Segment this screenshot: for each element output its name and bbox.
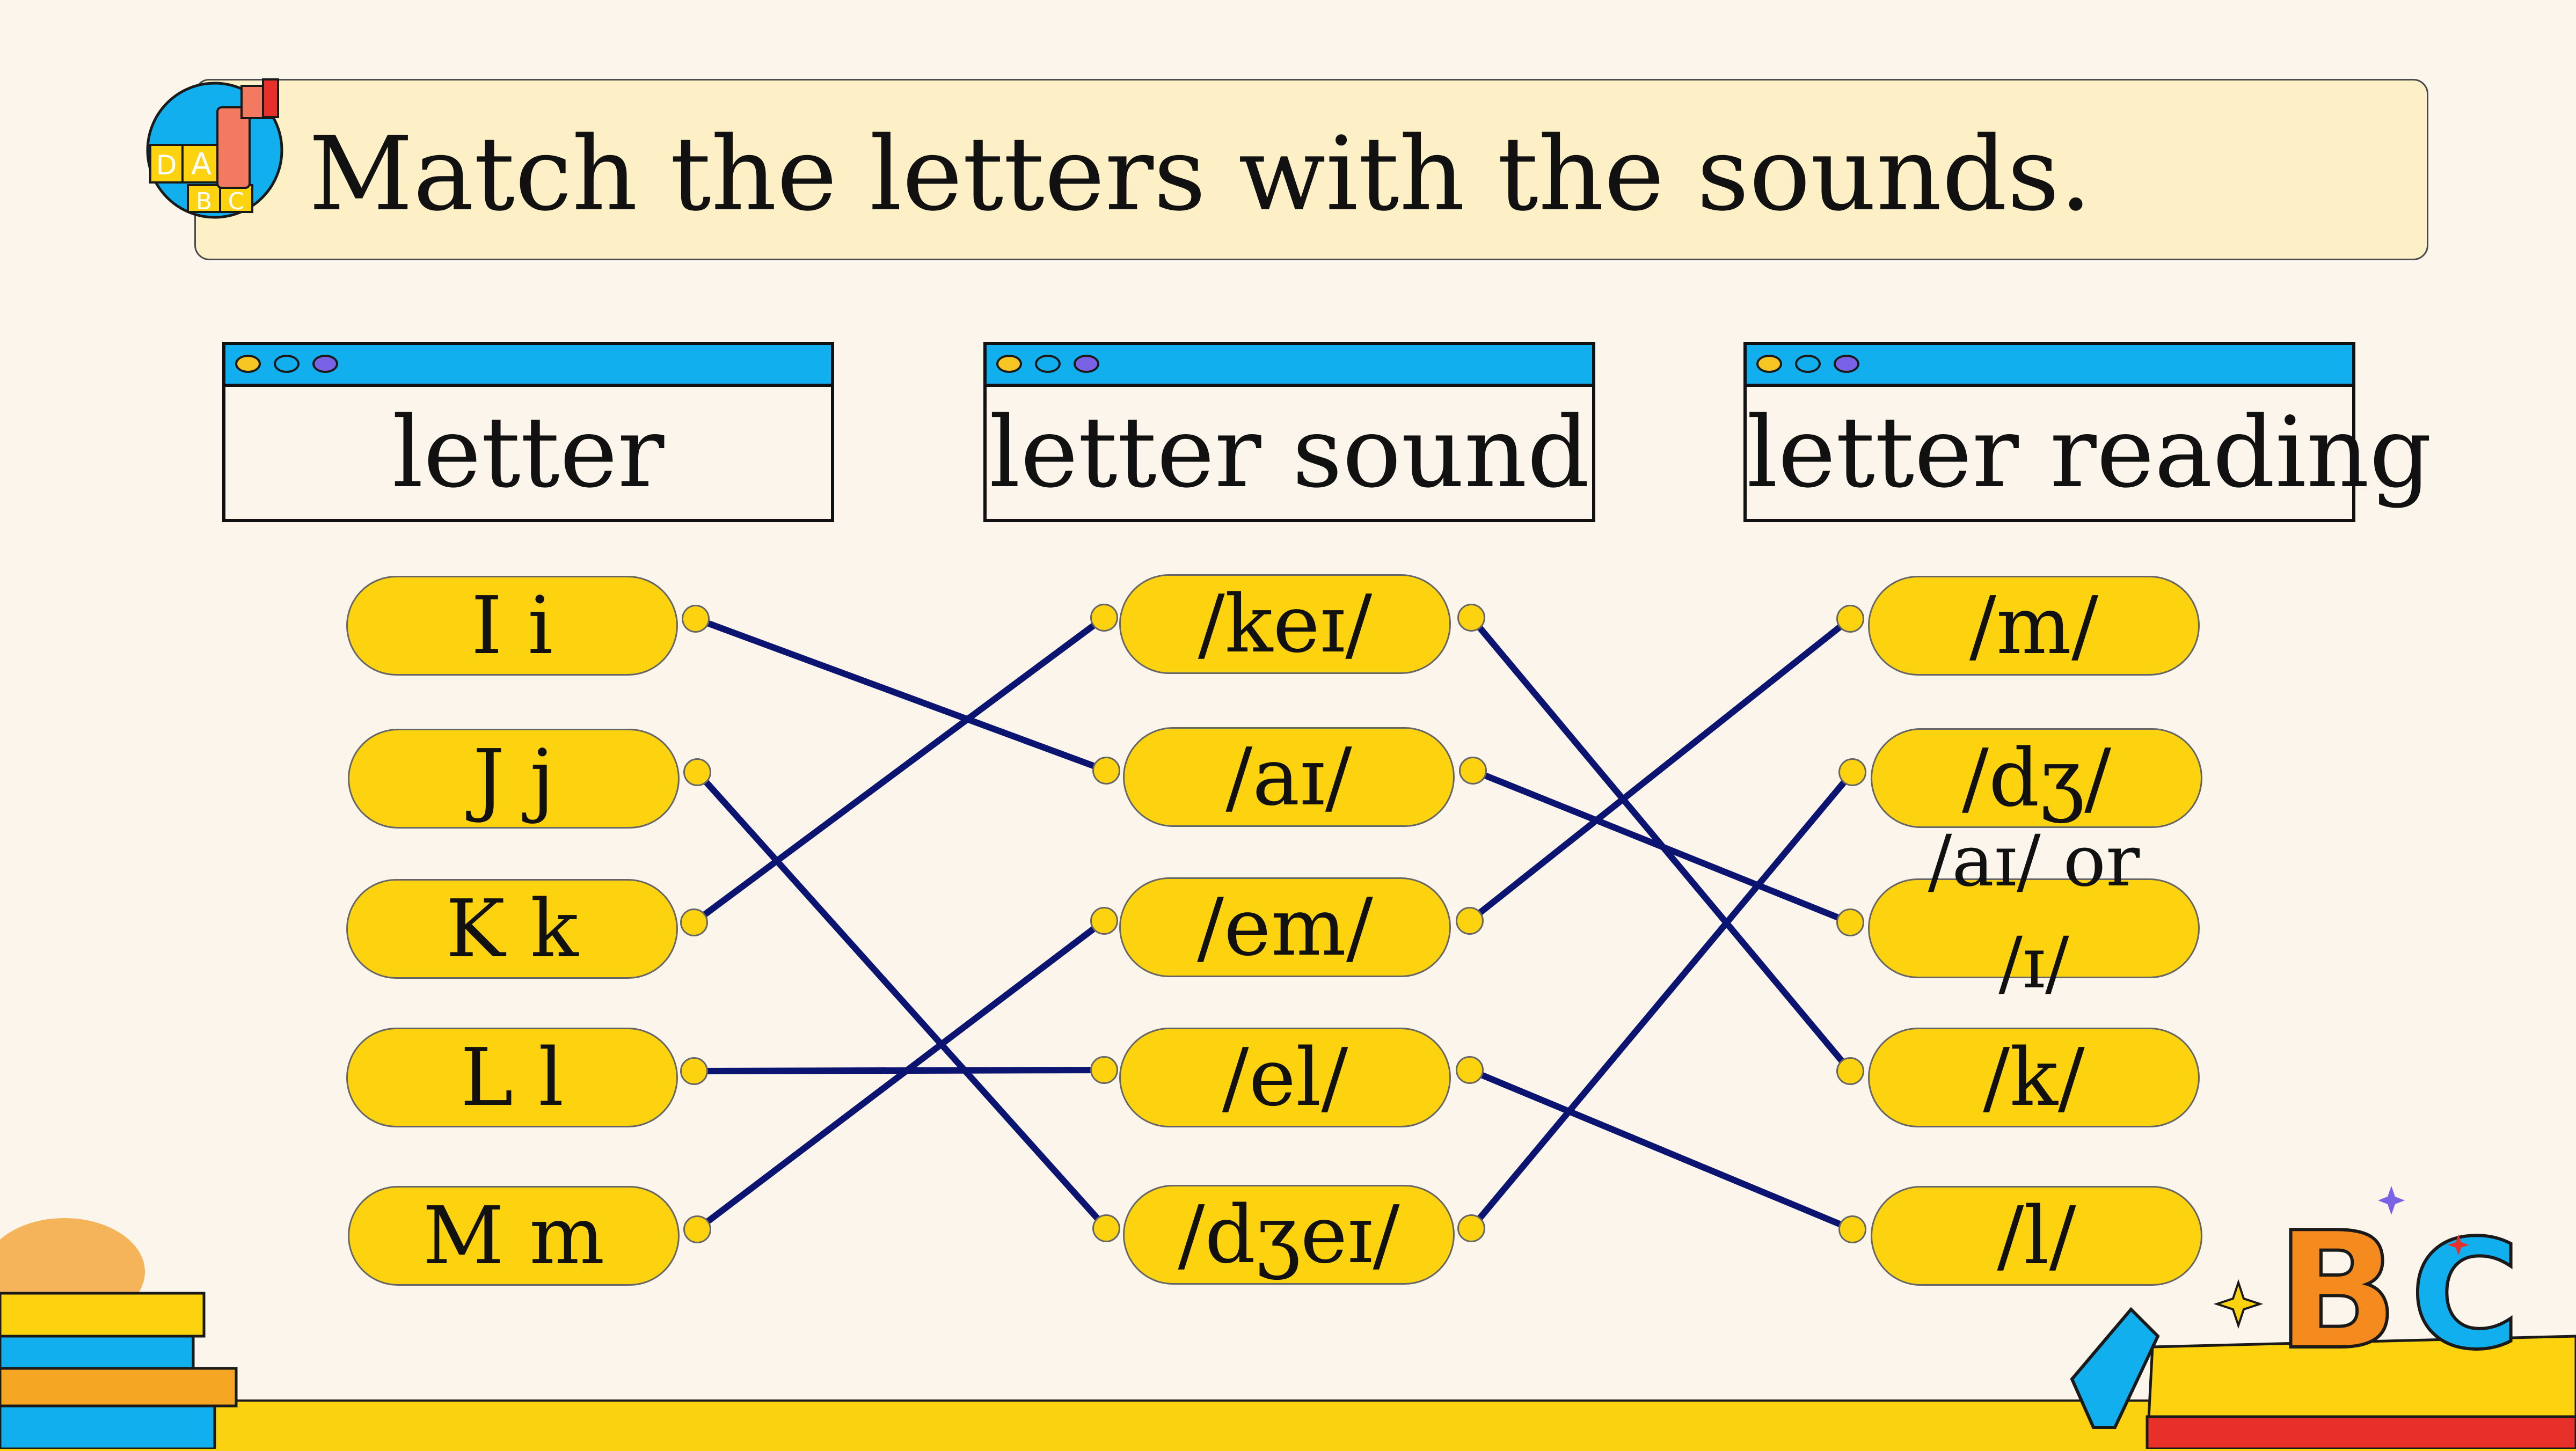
svg-text:C: C bbox=[228, 188, 245, 215]
match-line bbox=[694, 615, 1108, 774]
window-bar bbox=[1747, 345, 2352, 387]
yellow-dot-icon bbox=[996, 355, 1022, 373]
sound-pill[interactable]: /el/ bbox=[1119, 1028, 1451, 1127]
match-line bbox=[1468, 616, 1852, 924]
connector-node[interactable] bbox=[1092, 1214, 1120, 1242]
abc-letters-icon: B C bbox=[2061, 1175, 2576, 1450]
books-icon bbox=[0, 1207, 279, 1450]
reading-pill[interactable]: /l/ bbox=[1871, 1186, 2202, 1286]
reading-pill[interactable]: /k/ bbox=[1868, 1028, 2200, 1127]
purple-dot-icon bbox=[1834, 355, 1859, 373]
match-line bbox=[695, 918, 1106, 1232]
header-label: letter reading bbox=[1747, 395, 2432, 509]
window-bar bbox=[987, 345, 1592, 387]
connector-node[interactable] bbox=[680, 1057, 708, 1085]
connector-node[interactable] bbox=[1838, 1215, 1866, 1243]
svg-text:C: C bbox=[2410, 1208, 2521, 1383]
reading-pill[interactable]: /aɪ/ or /ɪ/ bbox=[1868, 820, 2200, 1005]
letter-pill[interactable]: L l bbox=[346, 1028, 678, 1127]
header-label: letter sound bbox=[989, 395, 1590, 509]
match-line bbox=[695, 770, 1109, 1231]
connector-node[interactable] bbox=[1838, 758, 1866, 786]
header-letter: letter bbox=[222, 342, 834, 522]
connector-node[interactable] bbox=[1090, 907, 1118, 935]
connector-node[interactable] bbox=[1457, 604, 1485, 632]
svg-text:A: A bbox=[191, 147, 211, 182]
match-line bbox=[1471, 767, 1852, 926]
connector-node[interactable] bbox=[1836, 605, 1864, 633]
window-bar bbox=[225, 345, 831, 387]
sound-pill[interactable]: /keɪ/ bbox=[1119, 574, 1451, 674]
yellow-dot-icon bbox=[235, 355, 261, 373]
sound-pill[interactable]: /em/ bbox=[1119, 877, 1451, 977]
letter-pill[interactable]: M m bbox=[348, 1186, 680, 1286]
match-line bbox=[1469, 770, 1855, 1230]
reading-pill-text: /aɪ/ or /ɪ/ bbox=[1928, 820, 2140, 1005]
match-line bbox=[692, 615, 1106, 925]
connector-node[interactable] bbox=[1836, 1057, 1864, 1085]
letter-pill[interactable]: I i bbox=[346, 576, 678, 676]
sound-pill[interactable]: /aɪ/ bbox=[1123, 727, 1455, 827]
title-banner bbox=[194, 79, 2428, 260]
match-line bbox=[694, 1067, 1105, 1074]
connector-node[interactable] bbox=[1836, 908, 1864, 936]
svg-text:D: D bbox=[156, 150, 177, 181]
blue-dot-icon bbox=[1035, 355, 1061, 373]
connector-node[interactable] bbox=[683, 1215, 711, 1243]
header-letter-sound: letter sound bbox=[983, 342, 1595, 522]
connector-node[interactable] bbox=[1457, 1214, 1485, 1242]
blue-dot-icon bbox=[1795, 355, 1821, 373]
sound-pill[interactable]: /dʒeɪ/ bbox=[1123, 1185, 1455, 1285]
connector-node[interactable] bbox=[1090, 1056, 1118, 1084]
svg-text:B: B bbox=[196, 188, 212, 215]
connector-node[interactable] bbox=[1456, 907, 1484, 935]
match-line bbox=[1468, 1067, 1854, 1233]
svg-text:B: B bbox=[2276, 1198, 2399, 1385]
letter-pill[interactable]: J j bbox=[348, 729, 680, 829]
yellow-dot-icon bbox=[1756, 355, 1782, 373]
connector-node[interactable] bbox=[1092, 757, 1120, 785]
abc-blocks-icon: A D B C bbox=[145, 75, 290, 220]
header-letter-reading: letter reading bbox=[1743, 342, 2432, 522]
connector-node[interactable] bbox=[1090, 604, 1118, 632]
blue-dot-icon bbox=[274, 355, 300, 373]
letter-pill[interactable]: K k bbox=[346, 879, 678, 979]
reading-pill[interactable]: /dʒ/ bbox=[1871, 728, 2202, 828]
connector-node[interactable] bbox=[683, 758, 711, 786]
connector-node[interactable] bbox=[680, 908, 708, 936]
connector-node[interactable] bbox=[1459, 757, 1487, 785]
connector-node[interactable] bbox=[1456, 1056, 1484, 1084]
page-title: Match the letters with the sounds. bbox=[309, 115, 2092, 233]
purple-dot-icon bbox=[312, 355, 338, 373]
reading-pill[interactable]: /m/ bbox=[1868, 576, 2200, 676]
header-label: letter bbox=[392, 395, 665, 509]
connector-node[interactable] bbox=[682, 605, 710, 633]
purple-dot-icon bbox=[1074, 355, 1099, 373]
